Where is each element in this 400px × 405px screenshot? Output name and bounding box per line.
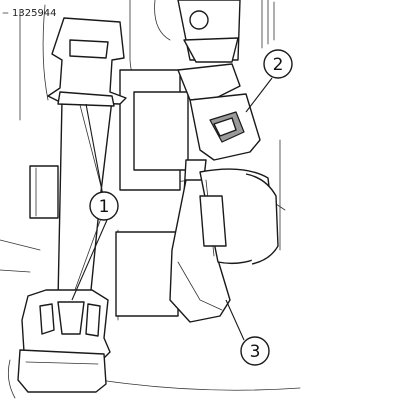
reference-number: 1325944 <box>12 8 57 19</box>
leader-lines <box>71 77 273 341</box>
callout-1: 1 <box>89 191 119 221</box>
leader-line-1a <box>85 103 104 197</box>
leader-line-2 <box>245 77 273 113</box>
shoulder-belt-upper <box>177 0 241 63</box>
callout-2: 2 <box>263 49 293 79</box>
belt-loop <box>169 168 279 323</box>
buckle-2 <box>177 63 261 161</box>
top-left-buckle <box>47 17 127 107</box>
side-bracket <box>29 165 59 219</box>
leader-line-3 <box>225 299 245 341</box>
leader-line-1b <box>71 219 108 301</box>
callout-3: 3 <box>240 336 270 366</box>
callout-2-label: 2 <box>273 55 284 75</box>
callout-1-label: 1 <box>99 197 110 217</box>
callout-3-label: 3 <box>250 342 261 362</box>
bottom-left-buckle <box>17 289 111 393</box>
